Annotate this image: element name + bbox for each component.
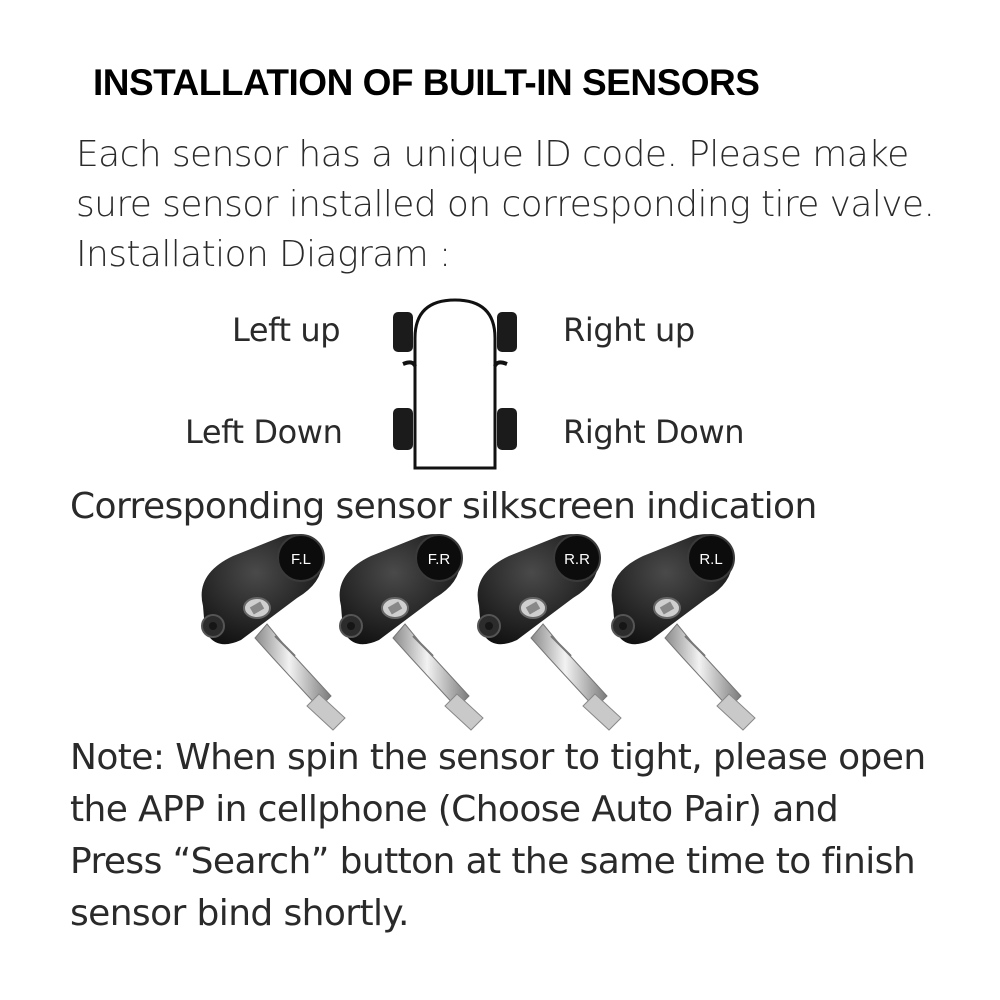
sensor-rr-icon (476, 533, 622, 731)
note-line: sensor bind shortly. (70, 893, 409, 934)
sensor-code-rl: R.L (699, 551, 722, 568)
page-title: INSTALLATION OF BUILT-IN SENSORS (93, 62, 760, 103)
intro-line: Installation Diagram : (76, 234, 451, 275)
note-text: Note: When spin the sensor to tight, ple… (70, 732, 980, 940)
label-right-up: Right up (563, 311, 695, 349)
tire-rear-right (497, 408, 517, 450)
label-right-down: Right Down (563, 413, 745, 451)
sensor-code-rr: R.R (564, 551, 590, 568)
car-top-view-icon (393, 298, 517, 470)
sensor-code-fl: F.L (291, 551, 311, 568)
silkscreen-heading: Corresponding sensor silkscreen indicati… (70, 486, 817, 527)
intro-text: Each sensor has a unique ID code. Please… (76, 130, 976, 280)
tire-rear-left (393, 408, 413, 450)
label-left-down: Left Down (185, 413, 343, 451)
note-line: Note: When spin the sensor to tight, ple… (70, 737, 926, 778)
intro-line: Each sensor has a unique ID code. Please… (76, 134, 909, 175)
sensor-rl-icon (610, 533, 756, 731)
tire-front-left (393, 312, 413, 352)
note-line: Press “Search” button at the same time t… (70, 841, 916, 882)
note-line: the APP in cellphone (Choose Auto Pair) … (70, 789, 839, 830)
tire-front-right (497, 312, 517, 352)
sensor-fr-icon (338, 533, 484, 731)
intro-line: sure sensor installed on corresponding t… (76, 184, 935, 225)
sensor-row: F.L F.R R.R R.L (200, 533, 756, 731)
sensor-fl-icon (200, 533, 346, 731)
label-left-up: Left up (232, 311, 341, 349)
sensor-code-fr: F.R (428, 551, 451, 568)
